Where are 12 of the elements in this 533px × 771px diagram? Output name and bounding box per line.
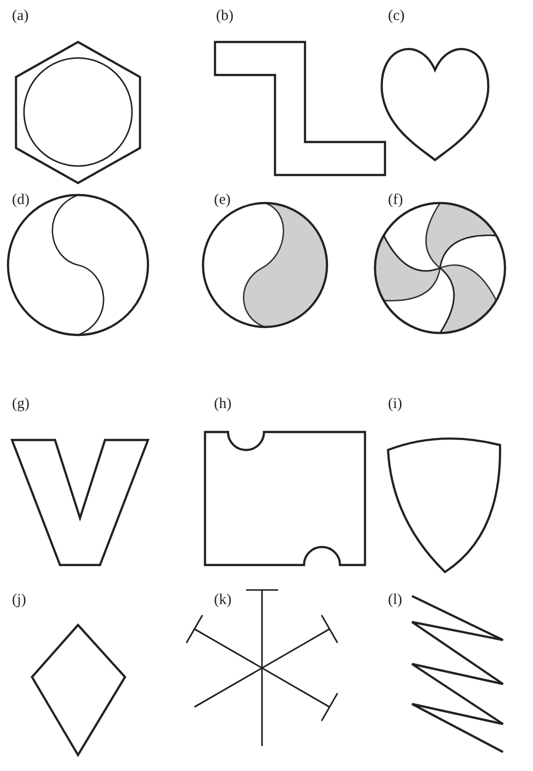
figure-label: (g)	[12, 396, 30, 412]
figure-label: (k)	[214, 592, 232, 608]
figure-label: (c)	[388, 8, 405, 24]
figure-label: (j)	[12, 592, 26, 608]
figure-label: (l)	[388, 592, 402, 608]
figure-label: (f)	[388, 192, 403, 208]
figure-label: (b)	[216, 8, 234, 24]
figure-label: (h)	[214, 396, 232, 412]
figure-label: (a)	[12, 8, 29, 24]
figure-label: (d)	[12, 192, 30, 208]
figure-label: (e)	[214, 192, 231, 208]
figure-label: (i)	[388, 396, 402, 412]
